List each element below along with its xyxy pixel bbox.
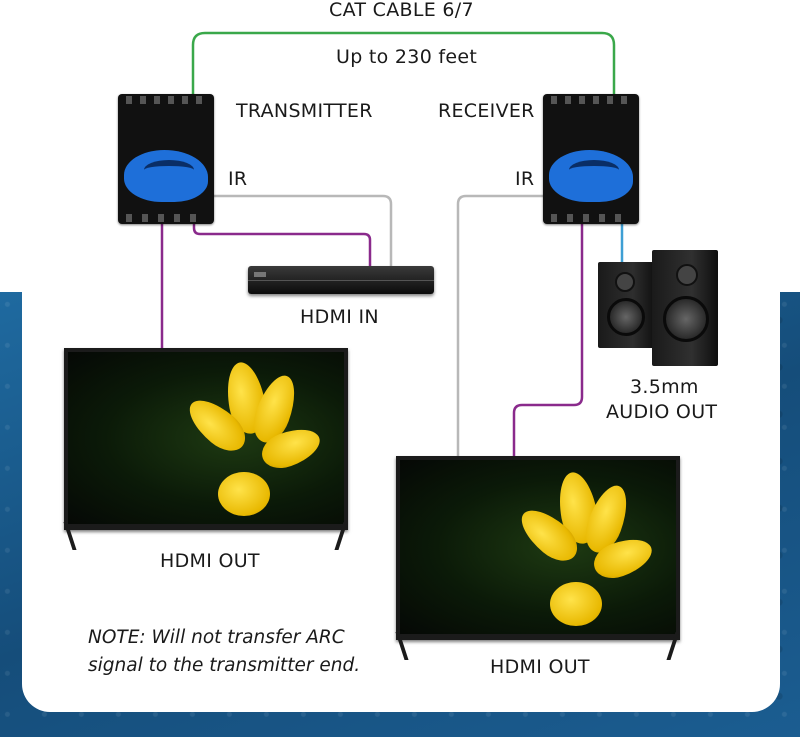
audio-out-line1: 3.5mm: [630, 376, 699, 398]
ir-cable-receiver: [456, 194, 545, 458]
transmitter-ports-top: [126, 96, 206, 104]
transmitter-ports-bottom: [126, 214, 206, 222]
hdmi-out-label-left: HDMI OUT: [160, 550, 260, 572]
receiver-ports-bottom: [551, 214, 631, 222]
transmitter-device: [118, 94, 214, 224]
speaker-left-woofer: [607, 298, 645, 336]
arc-note: NOTE: Will not transfer ARC signal to th…: [88, 624, 388, 680]
hdmi-out-label-right: HDMI OUT: [490, 656, 590, 678]
note-line-1: NOTE: Will not transfer ARC: [88, 627, 345, 648]
cat-cable-range: Up to 230 feet: [336, 46, 478, 68]
media-player-icon: [248, 266, 434, 294]
receiver-label: RECEIVER: [438, 100, 535, 122]
cat-cable: [191, 31, 616, 96]
ir-label-left: IR: [228, 168, 248, 190]
cat-cable-title: CAT CABLE 6/7: [329, 0, 474, 21]
speaker-right-icon: [652, 250, 718, 366]
note-line-2: signal to the transmitter end.: [88, 655, 361, 676]
speaker-right-woofer: [663, 296, 709, 342]
ir-label-right: IR: [515, 168, 535, 190]
flower-bud: [550, 582, 602, 626]
ir-cable-transmitter: [212, 194, 393, 266]
hdmi-in-cable: [192, 224, 372, 266]
audio-out-line2: AUDIO OUT: [606, 401, 718, 423]
speaker-left-icon: [598, 262, 656, 348]
player-seam: [248, 280, 434, 281]
receiver-device: [543, 94, 639, 224]
tv-right-icon: [396, 456, 680, 640]
receiver-ports-top: [551, 96, 631, 104]
speaker-left-tweeter: [615, 272, 635, 292]
hdmi-out-cable-right: [512, 224, 584, 458]
receiver-swoosh-icon: [569, 160, 619, 180]
player-badge: [254, 272, 266, 277]
hdmi-in-label: HDMI IN: [300, 306, 379, 328]
transmitter-swoosh-icon: [144, 160, 194, 180]
flower-bud: [218, 472, 270, 516]
transmitter-label: TRANSMITTER: [236, 100, 373, 122]
tv-left-icon: [64, 348, 348, 530]
speaker-right-tweeter: [676, 264, 698, 286]
